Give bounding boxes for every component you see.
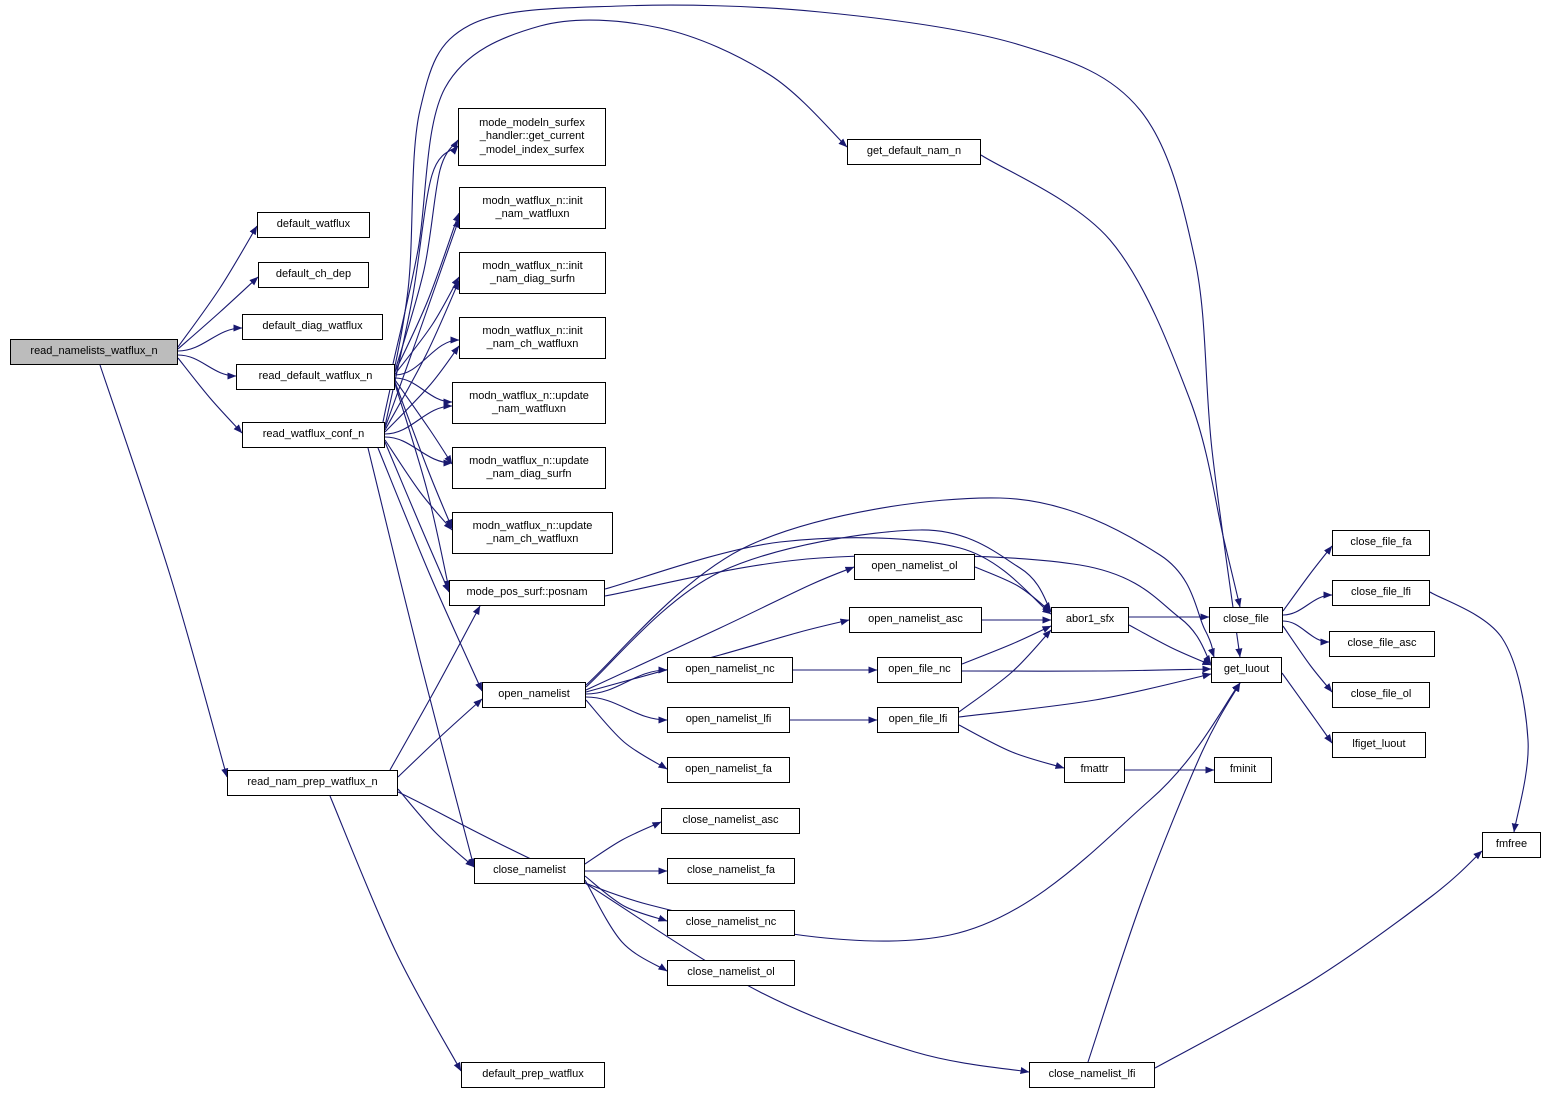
edge-get_default_nam_n-to-close_file [980,154,1242,608]
node-get_luout[interactable]: get_luout [1211,657,1282,683]
node-read_nam_prep_watflux_n[interactable]: read_nam_prep_watflux_n [227,770,398,796]
node-close_file_asc[interactable]: close_file_asc [1329,631,1435,657]
node-open_namelist_ol[interactable]: open_namelist_ol [854,554,975,580]
edge-open_file_lfi-to-abor1_sfx [958,629,1052,713]
edge-close_file-to-close_file_lfi [1282,591,1333,616]
edge-read_watflux_conf_n-to-modn_watflux_n::update_nam_ch_watfluxn [384,439,453,531]
node-default_ch_dep[interactable]: default_ch_dep [258,262,369,288]
edge-open_namelist-to-open_namelist_fa [585,699,668,770]
edge-close_file-to-close_file_fa [1282,545,1333,612]
edge-read_namelists_watflux_n-to-read_default_watflux_n [177,354,237,380]
node-open_namelist_nc[interactable]: open_namelist_nc [667,657,793,683]
edge-read_default_watflux_n-to-mode_pos_surf::posnam [394,383,451,590]
node-modn_watflux_n::update_nam_ch_watfluxn[interactable]: modn_watflux_n::update _nam_ch_watfluxn [452,512,613,554]
edge-read_watflux_conf_n-to-mode_modeln_surfex_handler::get_current_model_index_surfex [384,145,459,427]
node-close_namelist_ol[interactable]: close_namelist_ol [667,960,795,986]
edge-close_file-to-close_file_ol [1282,625,1333,693]
node-default_prep_watflux[interactable]: default_prep_watflux [461,1062,605,1088]
node-abor1_sfx[interactable]: abor1_sfx [1051,607,1129,633]
edge-read_watflux_conf_n-to-modn_watflux_n::init_nam_diag_surfn [384,280,460,431]
edge-read_default_watflux_n-to-modn_watflux_n::init_nam_ch_watfluxn [394,336,460,376]
node-close_namelist_asc[interactable]: close_namelist_asc [661,808,800,834]
edge-open_namelist-to-abor1_sfx [585,529,1052,688]
node-get_default_nam_n[interactable]: get_default_nam_n [847,139,981,165]
node-close_namelist_lfi[interactable]: close_namelist_lfi [1029,1062,1155,1088]
edge-read_default_watflux_n-to-modn_watflux_n::update_nam_watfluxn [394,377,453,406]
edge-read_default_watflux_n-to-get_default_nam_n [392,19,848,365]
edge-read_watflux_conf_n-to-get_luout [382,4,1243,658]
edge-close_namelist-to-close_namelist_ol [584,879,668,972]
node-close_namelist[interactable]: close_namelist [474,858,585,884]
node-read_watflux_conf_n[interactable]: read_watflux_conf_n [242,422,385,448]
edge-get_luout-to-lfiget_luout [1281,672,1333,744]
edge-read_watflux_conf_n-to-modn_watflux_n::init_nam_ch_watfluxn [384,345,460,433]
edge-read_watflux_conf_n-to-open_namelist [377,447,483,692]
edge-read_nam_prep_watflux_n-to-mode_pos_surf::posnam [389,605,481,771]
node-read_namelists_watflux_n[interactable]: read_namelists_watflux_n [10,339,178,365]
node-modn_watflux_n::init_nam_diag_surfn[interactable]: modn_watflux_n::init _nam_diag_surfn [459,252,606,294]
node-close_namelist_nc[interactable]: close_namelist_nc [667,910,795,936]
node-modn_watflux_n::update_nam_diag_surfn[interactable]: modn_watflux_n::update _nam_diag_surfn [452,447,606,489]
edge-read_namelists_watflux_n-to-read_nam_prep_watflux_n [99,364,229,778]
node-open_file_nc[interactable]: open_file_nc [877,657,962,683]
edge-open_namelist-to-open_namelist_nc [585,666,668,695]
node-mode_pos_surf::posnam[interactable]: mode_pos_surf::posnam [449,580,605,606]
edge-close_namelist_lfi-to-fmfree [1154,850,1483,1069]
node-close_namelist_fa[interactable]: close_namelist_fa [667,858,795,884]
edge-mode_pos_surf::posnam-to-get_luout [604,554,1212,665]
edge-open_file_nc-to-get_luout [961,665,1212,673]
edge-close_namelist_lfi-to-get_luout [1087,682,1241,1063]
edge-read_nam_prep_watflux_n-to-get_luout [397,682,1241,942]
edge-read_watflux_conf_n-to-mode_pos_surf::posnam [384,441,450,593]
edge-read_namelists_watflux_n-to-default_ch_dep [177,276,259,350]
node-close_file_lfi[interactable]: close_file_lfi [1332,580,1430,606]
edge-open_namelist_ol-to-abor1_sfx [974,566,1052,613]
node-close_file[interactable]: close_file [1209,607,1283,633]
edge-mode_pos_surf::posnam-to-abor1_sfx [604,537,1052,615]
edge-abor1_sfx-to-get_luout [1128,624,1212,666]
edge-close_namelist-to-close_namelist_nc [584,875,668,922]
node-open_namelist_fa[interactable]: open_namelist_fa [667,757,790,783]
edge-read_namelists_watflux_n-to-default_diag_watflux [177,324,243,352]
node-open_namelist_lfi[interactable]: open_namelist_lfi [667,707,790,733]
edge-close_namelist-to-close_namelist_asc [584,821,662,865]
edge-read_nam_prep_watflux_n-to-open_namelist [397,698,483,778]
node-modn_watflux_n::update_nam_watfluxn[interactable]: modn_watflux_n::update _nam_watfluxn [452,382,606,424]
node-lfiget_luout[interactable]: lfiget_luout [1332,732,1426,758]
node-read_default_watflux_n[interactable]: read_default_watflux_n [236,364,395,390]
edge-open_file_lfi-to-get_luout [958,672,1212,718]
edge-close_namelist-to-close_namelist_lfi [584,882,1030,1075]
edge-read_default_watflux_n-to-modn_watflux_n::update_nam_diag_surfn [394,379,453,465]
edge-read_nam_prep_watflux_n-to-default_prep_watflux [329,795,462,1072]
edge-close_file-to-close_file_asc [1282,620,1330,646]
node-open_namelist_asc[interactable]: open_namelist_asc [849,607,982,633]
edge-open_namelist-to-get_luout [585,497,1215,686]
edge-read_default_watflux_n-to-modn_watflux_n::init_nam_watfluxn [394,212,460,373]
node-fminit[interactable]: fminit [1214,757,1272,783]
node-default_diag_watflux[interactable]: default_diag_watflux [242,314,383,340]
edge-read_watflux_conf_n-to-modn_watflux_n::update_nam_diag_surfn [384,436,453,467]
node-fmattr[interactable]: fmattr [1064,757,1125,783]
node-open_file_lfi[interactable]: open_file_lfi [877,707,959,733]
edge-open_namelist-to-open_namelist_lfi [585,696,668,724]
edge-read_watflux_conf_n-to-modn_watflux_n::init_nam_watfluxn [384,218,460,429]
edge-open_file_lfi-to-fmattr [958,724,1065,769]
node-close_file_ol[interactable]: close_file_ol [1332,682,1430,708]
node-open_namelist[interactable]: open_namelist [482,682,586,708]
node-modn_watflux_n::init_nam_watfluxn[interactable]: modn_watflux_n::init _nam_watfluxn [459,187,606,229]
node-close_file_fa[interactable]: close_file_fa [1332,530,1430,556]
node-modn_watflux_n::init_nam_ch_watfluxn[interactable]: modn_watflux_n::init _nam_ch_watfluxn [459,317,606,359]
edge-read_namelists_watflux_n-to-read_watflux_conf_n [177,357,243,434]
node-fmfree[interactable]: fmfree [1482,832,1541,858]
edge-read_nam_prep_watflux_n-to-close_namelist [397,788,475,868]
node-mode_modeln_surfex_handler::get_current_model_index_surfex[interactable]: mode_modeln_surfex _handler::get_current… [458,108,606,166]
edge-read_default_watflux_n-to-modn_watflux_n::update_nam_ch_watfluxn [394,381,453,529]
edge-open_namelist-to-open_namelist_ol [585,566,855,691]
node-default_watflux[interactable]: default_watflux [257,212,370,238]
edge-read_namelists_watflux_n-to-default_watflux [177,225,258,348]
edge-read_watflux_conf_n-to-close_namelist [367,447,476,868]
edge-read_watflux_conf_n-to-modn_watflux_n::update_nam_watfluxn [384,402,453,435]
edge-close_file_lfi-to-fmfree [1429,591,1529,833]
